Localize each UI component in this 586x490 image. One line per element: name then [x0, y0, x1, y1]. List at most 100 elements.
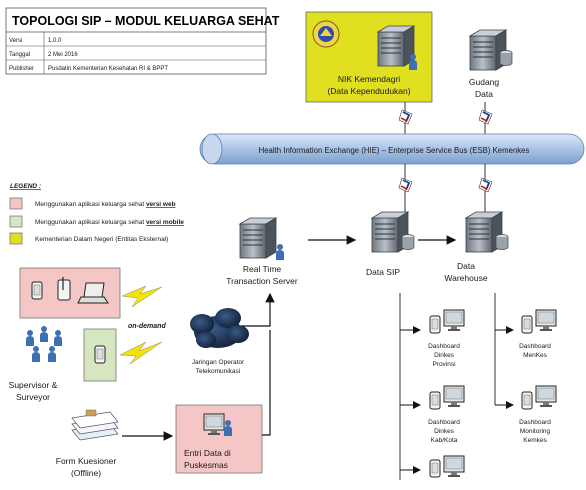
dashboard-label: Dashboard	[519, 343, 551, 350]
gateway-icon	[478, 177, 493, 193]
monitor-icon	[535, 309, 557, 332]
tablet-icon	[31, 281, 43, 300]
form-label: Form Kuesioner	[56, 456, 117, 466]
connector-line	[262, 330, 271, 436]
laptop-icon	[77, 282, 109, 304]
database-icon	[401, 234, 415, 250]
monitor-icon	[443, 385, 465, 408]
dashboard-menkes: Dashboard MenKes	[519, 309, 557, 359]
person-icon	[40, 326, 48, 342]
touch-device-icon	[57, 277, 71, 301]
form-kuesioner-node: Form Kuesioner (Offline)	[56, 409, 119, 478]
dashboard-label: Dashboard	[519, 419, 551, 426]
real-time-transaction-server-node: Real Time Transaction Server	[226, 217, 298, 286]
supervisor-sublabel: Surveyor	[16, 392, 50, 402]
person-icon	[54, 330, 62, 346]
page-title: TOPOLOGI SIP – MODUL KELUARGA SEHAT	[12, 14, 280, 28]
legend-swatch-mobile	[9, 215, 23, 228]
dashboard-label: Dashboard	[428, 343, 460, 350]
nik-kemendagri-node: NIK Kemendagri (Data Kependudukan)	[305, 11, 433, 103]
dashboard-label: Dashboard	[428, 419, 460, 426]
gateway-icon	[478, 109, 493, 125]
entri-label: Entri Data di	[184, 448, 231, 458]
warehouse-sublabel: Warehouse	[444, 273, 487, 283]
dashboard-dinkes-provinsi: Dashboard Dinkes Provinsi	[428, 309, 465, 368]
meta-value: 2 Mei 2016	[48, 52, 78, 58]
gudang-sublabel: Data	[475, 89, 493, 99]
dashboard-label: Provinsi	[432, 361, 455, 368]
person-icon	[32, 346, 40, 362]
data-sip-node: Data SIP	[366, 211, 415, 277]
dashboard-label: Monitoring	[520, 428, 551, 435]
person-icon	[409, 54, 417, 70]
dashboard-dinkes-kabkota: Dashboard Dinkes Kab/Kota	[428, 385, 465, 444]
monitor-icon	[443, 309, 465, 332]
wireless-signal-icon	[119, 341, 163, 365]
on-demand-label: on-demand	[128, 323, 166, 330]
meta-key: Tanggal	[9, 52, 30, 58]
nik-sublabel: (Data Kependudukan)	[327, 86, 410, 96]
jaringan-label: Jaringan Operator	[192, 359, 245, 366]
dashboard-label: Kab/Kota	[431, 437, 458, 444]
dashboard-monitoring-kemkes: Dashboard Monitoring Kemkes	[519, 385, 557, 444]
legend-title: LEGEND :	[10, 183, 41, 190]
monitor-icon	[443, 455, 465, 478]
data-sip-label: Data SIP	[366, 267, 400, 277]
phone-icon	[94, 345, 106, 364]
gateway-icon	[398, 177, 413, 193]
legend-label-web: Menggunakan aplikasi keluarga sehat vers…	[35, 201, 176, 208]
entri-sublabel: Puskesmas	[184, 460, 228, 470]
phone-icon	[429, 315, 441, 334]
network-cloud-icon	[190, 308, 249, 348]
server-icon	[377, 25, 415, 67]
person-icon	[224, 420, 232, 436]
entri-data-puskesmas-node: Entri Data di Puskesmas	[175, 404, 263, 474]
form-sublabel: (Offline)	[71, 468, 101, 478]
dashboard-label: Kemkes	[523, 437, 547, 444]
flow-arrow	[242, 292, 275, 327]
jaringan-sublabel: Telekomunikasi	[196, 368, 240, 375]
title-block: TOPOLOGI SIP – MODUL KELUARGA SEHAT Vers…	[5, 7, 280, 75]
dashboard-label: Dinkes	[434, 428, 455, 435]
phone-icon	[521, 391, 533, 410]
dashboard-label: Dinkes	[434, 352, 455, 359]
document-stack-icon	[71, 409, 119, 441]
dashboard-additional	[429, 455, 465, 478]
legend-label-mobile: Menggunakan aplikasi keluarga sehat vers…	[35, 219, 184, 226]
esb-bus: Health Information Exchange (HIE) – Ente…	[199, 133, 585, 165]
legend-swatch-web	[9, 197, 23, 210]
person-icon	[48, 346, 56, 362]
phone-icon	[429, 459, 441, 478]
server-icon	[239, 217, 277, 259]
bus-label: Health Information Exchange (HIE) – Ente…	[259, 146, 530, 155]
legend-swatch-external	[9, 232, 23, 245]
meta-value: 1.0.0	[48, 38, 62, 44]
meta-key: Publisher	[9, 66, 34, 72]
nik-label: NIK Kemendagri	[338, 74, 400, 84]
legend: LEGEND : Menggunakan aplikasi keluarga s…	[9, 183, 184, 245]
rts-label: Real Time	[243, 264, 282, 274]
wireless-signal-icon	[121, 285, 163, 308]
gudang-data-node: Gudang Data	[469, 29, 513, 99]
meta-key: Versi	[9, 38, 22, 44]
legend-label-external: Kementerian Dalam Negeri (Entitas Ekster…	[35, 236, 168, 243]
gudang-label: Gudang	[469, 77, 500, 87]
web-devices-group	[19, 267, 121, 319]
database-icon	[499, 50, 513, 66]
supervisor-group: Supervisor & Surveyor	[9, 326, 62, 402]
meta-value: Pusdatin Kementerian Kesehatan RI & BPPT	[48, 66, 168, 72]
warehouse-label: Data	[457, 261, 475, 271]
mobile-device-group	[83, 328, 117, 382]
database-icon	[495, 234, 509, 250]
data-warehouse-node: Data Warehouse	[444, 211, 509, 283]
person-icon	[26, 330, 34, 346]
gateway-icon	[398, 109, 413, 125]
monitor-icon	[535, 385, 557, 408]
dashboard-label: MenKes	[523, 352, 548, 359]
rts-sublabel: Transaction Server	[226, 276, 298, 286]
person-icon	[276, 244, 284, 260]
phone-icon	[429, 391, 441, 410]
supervisor-label: Supervisor &	[9, 380, 58, 390]
phone-icon	[521, 315, 533, 334]
